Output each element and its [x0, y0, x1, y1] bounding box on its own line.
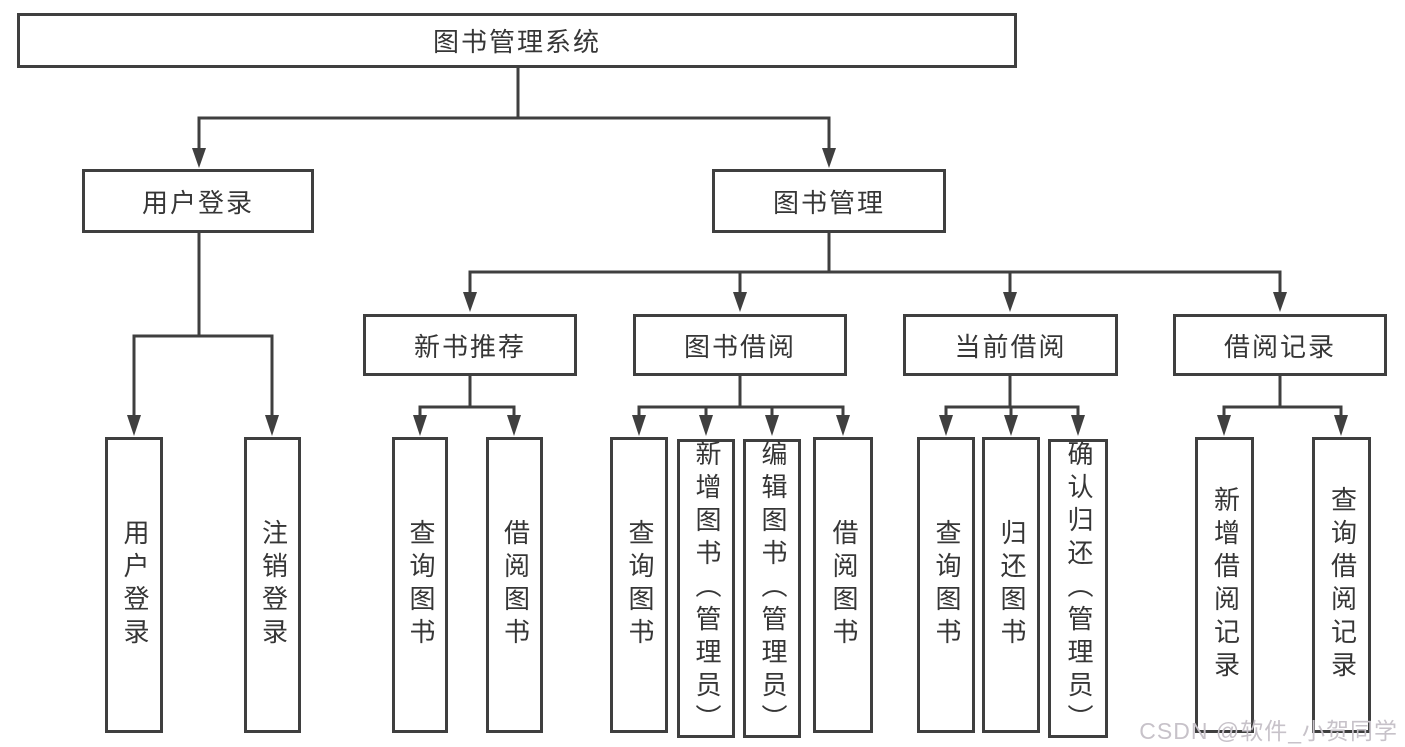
node-new-book-recommend: 新书推荐: [363, 314, 577, 376]
leaf-query-books-borrow: 查询图书: [610, 437, 668, 733]
leaf-label: 查询借阅记录: [1327, 486, 1358, 684]
node-label: 用户登录: [141, 187, 254, 218]
leaf-label: 查询图书: [931, 519, 962, 651]
leaf-confirm-return-admin: 确认归还（管理员）: [1048, 439, 1108, 738]
leaf-label: 新增借阅记录: [1210, 486, 1241, 684]
leaf-borrow-books-recommend: 借阅图书: [486, 437, 543, 733]
leaf-label: 查询图书: [405, 519, 436, 651]
leaf-label: 归还图书: [996, 519, 1027, 651]
node-borrow-records: 借阅记录: [1173, 314, 1387, 376]
node-label: 图书借阅: [683, 331, 796, 362]
node-book-borrow: 图书借阅: [633, 314, 847, 376]
leaf-add-borrow-record: 新增借阅记录: [1195, 437, 1254, 733]
leaf-label: 注销登录: [258, 519, 289, 651]
connector-level2-rail: [468, 270, 1282, 306]
node-label: 新书推荐: [413, 331, 526, 362]
leaf-user-login: 用户登录: [105, 437, 163, 733]
node-current-borrow: 当前借阅: [903, 314, 1118, 376]
connector-level1-rail: [197, 116, 831, 162]
leaf-label: 新增图书（管理员）: [691, 440, 722, 737]
leaf-query-borrow-record: 查询借阅记录: [1312, 437, 1371, 733]
node-book-management-branch: 图书管理: [712, 169, 946, 233]
leaf-add-books-admin: 新增图书（管理员）: [677, 439, 735, 738]
leaf-logout: 注销登录: [244, 437, 301, 733]
node-root-label: 图书管理系统: [432, 27, 601, 57]
node-label: 当前借阅: [954, 331, 1067, 362]
leaf-label: 借阅图书: [828, 519, 859, 651]
leaf-borrow-books: 借阅图书: [813, 437, 873, 733]
csdn-watermark: CSDN @软件_小贺同学: [1139, 718, 1398, 744]
leaf-edit-books-admin: 编辑图书（管理员）: [743, 439, 801, 738]
leaf-query-books-recommend: 查询图书: [392, 437, 448, 733]
node-user-login-branch: 用户登录: [82, 169, 314, 233]
leaf-label: 编辑图书（管理员）: [757, 440, 788, 737]
node-label: 借阅记录: [1223, 331, 1336, 362]
leaf-return-books: 归还图书: [982, 437, 1040, 733]
leaf-label: 借阅图书: [500, 519, 531, 651]
node-label: 图书管理: [772, 187, 885, 218]
connector-userlogin-rail: [132, 334, 274, 430]
leaf-query-books-current: 查询图书: [917, 437, 975, 733]
leaf-label: 确认归还（管理员）: [1063, 440, 1094, 737]
leaf-label: 查询图书: [624, 519, 655, 651]
node-root-system: 图书管理系统: [17, 13, 1017, 68]
leaf-label: 用户登录: [119, 519, 150, 651]
arrowheads: [127, 148, 1348, 436]
